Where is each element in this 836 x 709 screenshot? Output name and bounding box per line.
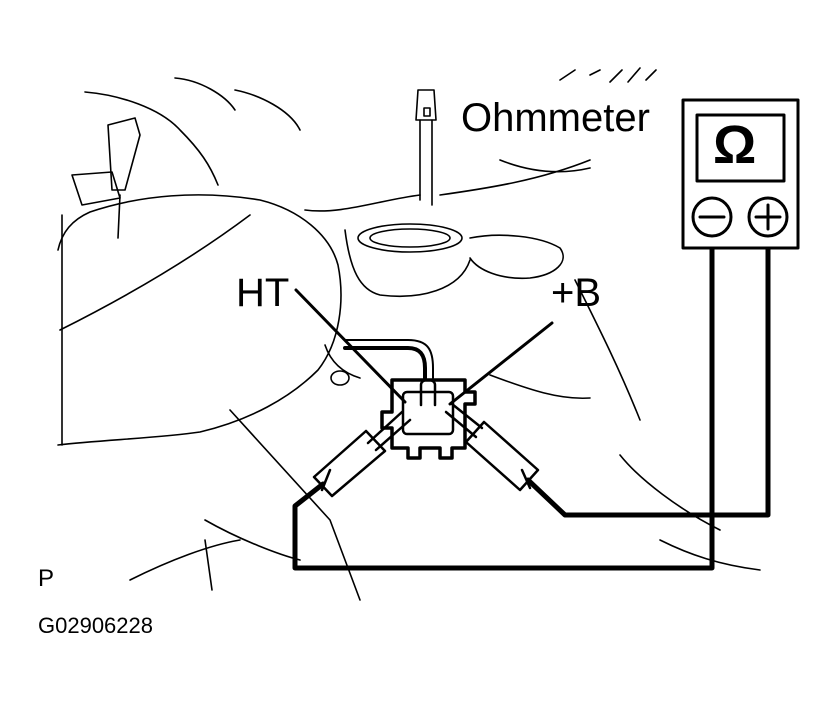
- shift-boot-inner: [369, 228, 451, 248]
- terminal-ht-label: HT: [236, 271, 290, 315]
- floor-line-2: [659, 539, 761, 571]
- console-line-2: [439, 159, 591, 196]
- probe-left-body: [312, 429, 387, 498]
- plus-terminal-icon: [747, 196, 789, 238]
- seatbelt-buckle: [107, 117, 141, 191]
- probe-right-body: [464, 420, 540, 492]
- terminal-plus-b-label: +B: [551, 271, 602, 315]
- shift-lever: [419, 119, 433, 206]
- harness-wire-2: [344, 339, 434, 379]
- console-line-1: [304, 194, 421, 212]
- buckle-base: [71, 171, 121, 206]
- seat-outline: [57, 194, 342, 446]
- connector-latch: [419, 378, 437, 407]
- console-side-line: [574, 279, 641, 421]
- ohmmeter: [681, 98, 800, 250]
- figure-id: G02906228: [38, 613, 153, 638]
- cup-holder: [469, 234, 564, 280]
- view-label: P: [38, 565, 55, 592]
- ohmmeter-display: [695, 113, 786, 183]
- plus-b-pointer: [448, 321, 554, 406]
- test-lead-positive: [525, 245, 771, 518]
- floor-line-1: [619, 454, 721, 531]
- shift-boot-ring: [357, 223, 463, 253]
- ohmmeter-body: [681, 98, 800, 250]
- seat-side-line: [229, 409, 361, 601]
- buckle-strap: [117, 194, 121, 239]
- console-cup: [344, 229, 471, 298]
- seat-back-curve: [84, 91, 219, 186]
- dash-hatch: [559, 67, 657, 83]
- seat-top-curve: [174, 77, 236, 111]
- console-line-3: [499, 159, 591, 173]
- shift-button: [423, 107, 431, 117]
- probe-right-tip: [444, 402, 484, 439]
- car-interior-background: [57, 67, 761, 601]
- seat-small-line: [204, 539, 213, 591]
- test-lead-negative: [292, 245, 715, 571]
- console-lower-curve: [489, 374, 591, 400]
- console-top-curve: [234, 89, 301, 131]
- seat-bottom-curve: [204, 519, 301, 561]
- plus-sign: [754, 203, 782, 231]
- ohmmeter-label: Ohmmeter: [461, 96, 650, 140]
- test-probe-left: [312, 410, 412, 498]
- connector-face: [401, 390, 455, 436]
- bracket-bolt: [330, 370, 350, 386]
- bracket-arm: [324, 344, 361, 379]
- ohm-symbol-icon: Ω: [713, 115, 757, 175]
- shift-knob: [415, 89, 437, 121]
- harness-wire: [343, 346, 427, 380]
- ht-pointer: [294, 288, 407, 404]
- minus-terminal-icon: [691, 196, 733, 238]
- seat-crease: [59, 214, 251, 331]
- seat-front-curve: [129, 539, 241, 581]
